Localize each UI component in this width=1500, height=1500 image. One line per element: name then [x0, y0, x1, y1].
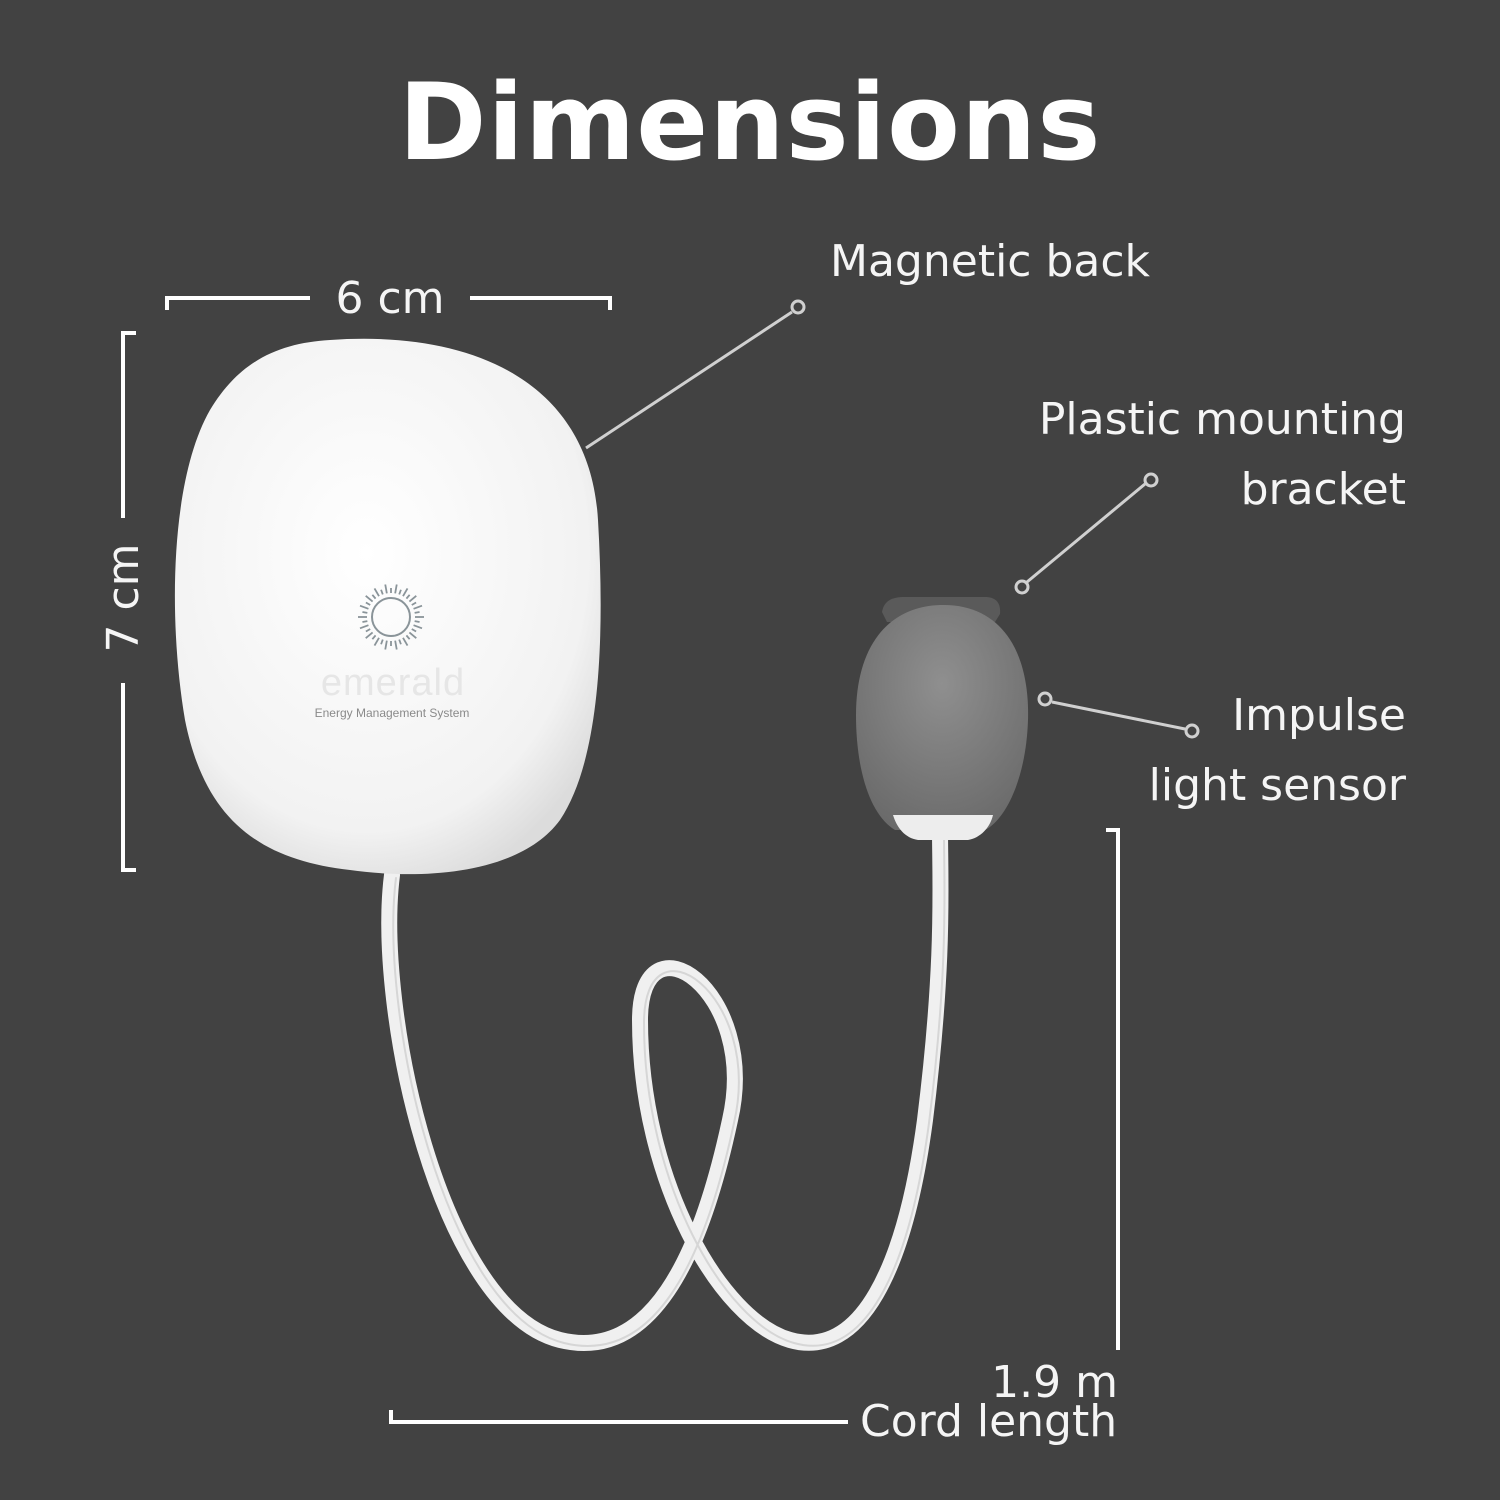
sun-ray — [373, 637, 380, 647]
sun-ray — [384, 640, 388, 650]
sun-ray — [362, 620, 368, 623]
device-brand-text: emerald — [320, 662, 466, 704]
sun-ray — [413, 624, 423, 630]
sun-ray — [394, 640, 398, 650]
sun-ray — [365, 601, 371, 606]
sun-ray — [394, 584, 398, 594]
sun-ray — [373, 587, 380, 597]
sun-ray — [380, 639, 384, 645]
sun-ray — [359, 604, 369, 610]
sensor-label-line2: light sensor — [1148, 760, 1406, 811]
sun-ray — [365, 631, 374, 639]
sun-ray — [359, 624, 369, 630]
sun-ray — [402, 587, 409, 597]
sun-ray — [398, 639, 402, 645]
width-dimension-line — [165, 296, 612, 310]
sun-logo-icon — [358, 584, 424, 650]
sun-ray — [411, 601, 417, 606]
sun-ray — [380, 589, 384, 595]
device-subtitle-text: Energy Management System — [314, 706, 470, 720]
sun-ray — [414, 611, 420, 614]
sun-ray — [402, 637, 409, 647]
sensor-cord — [381, 822, 949, 1351]
impulse-sensor — [856, 604, 1029, 830]
sun-ray — [408, 631, 417, 639]
emerald-device — [174, 338, 601, 875]
sun-ray — [371, 634, 377, 640]
sun-ray — [365, 595, 374, 603]
cord-length-dimension-line — [389, 828, 1120, 1424]
sun-ray — [371, 594, 377, 600]
bracket-label-line1: Plastic mounting — [1038, 394, 1406, 445]
cord-length-value: 1.9 m — [991, 1357, 1118, 1408]
sensor-base — [893, 815, 993, 840]
callout-light-sensor — [1037, 691, 1200, 739]
bracket-label-line2: bracket — [1240, 464, 1406, 515]
sun-ray — [398, 589, 402, 595]
height-dimension-line — [121, 331, 136, 872]
width-label: 6 cm — [335, 273, 445, 324]
sun-ray — [362, 611, 368, 614]
callout-mounting-bracket — [1014, 472, 1159, 595]
sun-ray — [405, 634, 411, 640]
sun-ray — [408, 595, 417, 603]
callout-magnetic-back — [585, 299, 806, 450]
sun-ray — [384, 584, 388, 594]
height-label: 7 cm — [98, 543, 149, 653]
sun-ray — [365, 628, 371, 633]
sun-ray — [411, 628, 417, 633]
sun-ray — [413, 604, 423, 610]
cord-length-label: Cord length — [860, 1396, 1118, 1447]
sensor-label-line1: Impulse — [1232, 690, 1406, 741]
magnetic-back-label: Magnetic back — [830, 236, 1151, 287]
page-title: Dimensions — [398, 61, 1102, 184]
sun-ray — [405, 594, 411, 600]
sun-ray — [414, 620, 420, 623]
